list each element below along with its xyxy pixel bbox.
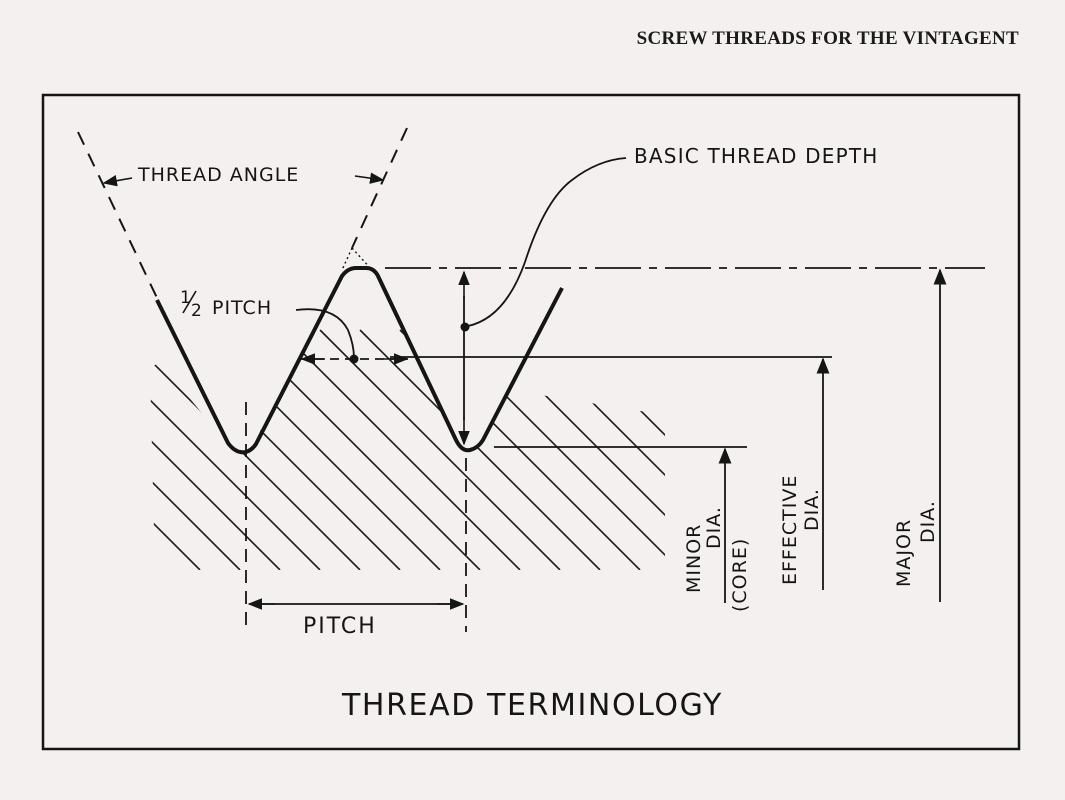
half-pitch-label: PITCH bbox=[212, 297, 272, 319]
thread-angle-arrow-left bbox=[102, 175, 133, 187]
thread-angle-arrow-right bbox=[354, 172, 385, 184]
thread-angle-label: THREAD ANGLE bbox=[137, 164, 299, 186]
pitch-label: PITCH bbox=[303, 614, 377, 639]
major-dia-label: MAJOR DIA. bbox=[893, 500, 939, 587]
minor-dia-line2: DIA. bbox=[703, 506, 725, 549]
minor-dia-line1: MINOR bbox=[683, 524, 705, 593]
effective-dia-label: EFFECTIVE DIA. bbox=[779, 475, 823, 585]
effective-dia-line1: EFFECTIVE bbox=[779, 475, 801, 585]
thread-angle-lines bbox=[77, 127, 408, 301]
effective-dia-line2: DIA. bbox=[801, 488, 823, 531]
half-pitch-leader bbox=[295, 308, 355, 359]
minor-dia-label: MINOR DIA. bbox=[683, 506, 725, 593]
diagram-frame bbox=[41, 93, 1021, 751]
page-header: SCREW THREADS FOR THE VINTAGENT bbox=[636, 28, 1019, 49]
thread-depth-dot bbox=[460, 322, 470, 332]
thread-section-hatching bbox=[150, 329, 665, 570]
major-dia-line1: MAJOR bbox=[893, 519, 915, 587]
half-pitch-numerator: 1 bbox=[180, 288, 191, 308]
thread-apex-dots bbox=[341, 247, 373, 271]
minor-dia-line3: (CORE) bbox=[729, 538, 751, 612]
half-pitch-fraction-bar bbox=[182, 290, 197, 314]
diagram-caption: THREAD TERMINOLOGY bbox=[341, 688, 723, 723]
thread-profile bbox=[155, 266, 564, 455]
thread-depth-leader bbox=[467, 157, 627, 327]
major-dia-line2: DIA. bbox=[917, 500, 939, 543]
basic-thread-depth-label: BASIC THREAD DEPTH bbox=[634, 144, 879, 168]
half-pitch-denominator: 2 bbox=[191, 301, 202, 321]
